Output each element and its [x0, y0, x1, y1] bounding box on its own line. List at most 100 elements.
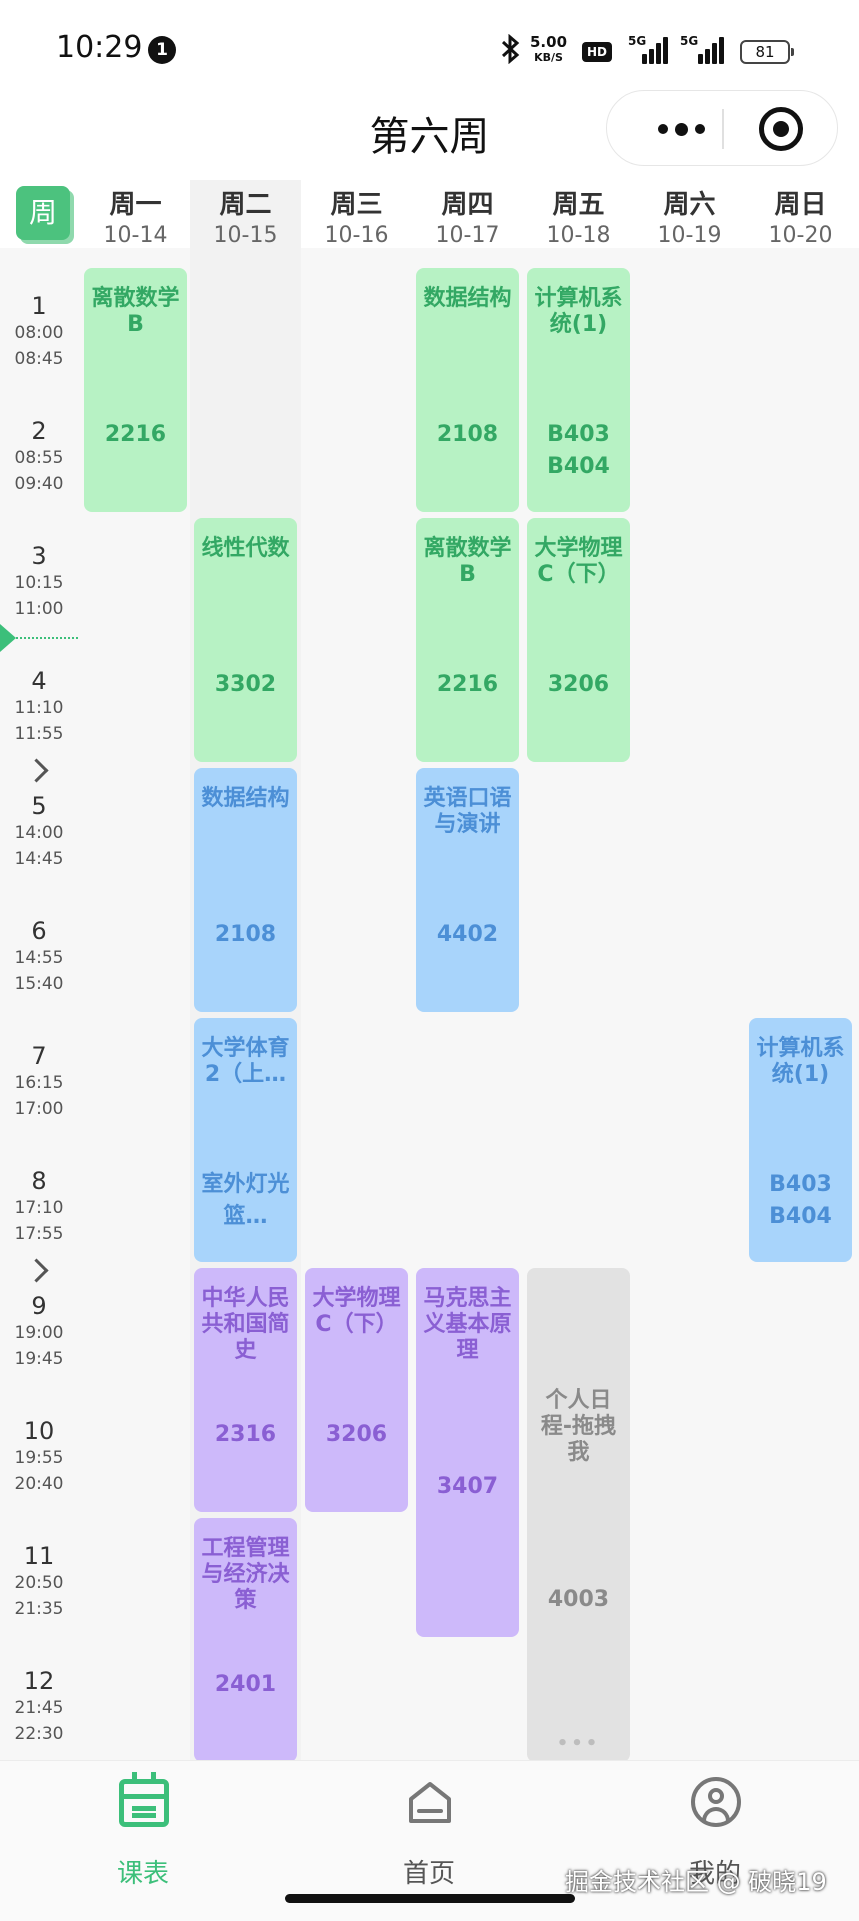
- period-label: 11 20:50 21:35: [0, 1542, 78, 1622]
- period-end: 15:40: [14, 974, 64, 994]
- day-date: 10-16: [324, 223, 389, 248]
- day-date: 10-17: [435, 223, 500, 248]
- course-block[interactable]: 工程管理与经济决策 2401: [194, 1518, 297, 1762]
- course-name: 数据结构: [423, 286, 512, 311]
- period-n: 5: [31, 792, 47, 820]
- day-name: 周一: [109, 190, 162, 220]
- signal-icon: 5G: [628, 34, 670, 64]
- course-room: 3206: [547, 672, 610, 698]
- home-icon: [409, 1782, 451, 1823]
- page-title: 第六周: [369, 114, 490, 160]
- period-end: 22:30: [14, 1724, 64, 1744]
- period-end: 11:00: [14, 599, 64, 619]
- period-end: 17:55: [14, 1224, 64, 1244]
- tab-schedule[interactable]: 课表: [43, 1761, 243, 1891]
- period-n: 3: [31, 542, 47, 570]
- course-name: 离散数学B: [91, 286, 180, 337]
- period-start: 19:55: [14, 1448, 64, 1468]
- course-name: 个人日程-拖拽我: [540, 1388, 617, 1465]
- more-dots-icon: •••: [556, 1733, 601, 1754]
- week-switch-button[interactable]: 周: [16, 186, 70, 240]
- mini-program-capsule: [606, 90, 838, 166]
- period-start: 20:50: [14, 1573, 64, 1593]
- course-room: B403 B404: [769, 1172, 832, 1230]
- period-start: 14:55: [14, 948, 64, 968]
- battery-icon: 81: [740, 40, 794, 64]
- course-block[interactable]: 离散数学B 2216: [416, 518, 519, 762]
- course-name: 线性代数: [201, 536, 290, 561]
- home-indicator[interactable]: [285, 1894, 575, 1903]
- course-name: 马克思主义基本原理: [423, 1286, 512, 1363]
- period-n: 9: [31, 1292, 47, 1320]
- period-n: 7: [31, 1042, 47, 1070]
- course-block[interactable]: 大学物理C（下） 3206: [527, 518, 630, 762]
- course-block[interactable]: 离散数学B 2216: [84, 268, 187, 512]
- course-block[interactable]: 大学物理C（下）3206: [305, 1268, 408, 1512]
- period-start: 08:00: [14, 323, 64, 343]
- tab-home-label: 首页: [402, 1859, 455, 1889]
- course-room: B403 B404: [547, 422, 610, 480]
- course-room: 2401: [214, 1672, 277, 1698]
- close-target-icon[interactable]: [759, 107, 803, 151]
- course-name: 大学物理C（下）: [534, 536, 623, 587]
- day-date: 10-18: [546, 223, 611, 248]
- course-name: 大学体育2（上…: [201, 1036, 290, 1087]
- period-n: 12: [23, 1667, 55, 1695]
- course-block[interactable]: 大学体育2（上… 室外灯光篮…: [194, 1018, 297, 1262]
- period-start: 14:00: [14, 823, 64, 843]
- course-block[interactable]: 计算机系统(1) B403 B404: [527, 268, 630, 512]
- hd-icon: HD: [582, 42, 612, 62]
- status-bar: 10:29 1 5.00 KB/S HD 5G 5G 81: [0, 0, 859, 90]
- course-block[interactable]: 马克思主义基本原理 3407: [416, 1268, 519, 1637]
- period-n: 11: [23, 1542, 55, 1570]
- course-name: 离散数学B: [423, 536, 512, 587]
- day-name: 周六: [663, 190, 716, 220]
- period-n: 2: [31, 417, 47, 445]
- current-time-line: [16, 637, 78, 639]
- tab-home[interactable]: 首页: [329, 1761, 529, 1891]
- course-name: 英语口语与演讲: [423, 786, 512, 837]
- current-time-marker: [0, 624, 16, 652]
- course-room: 2216: [104, 422, 167, 448]
- day-date: 10-14: [103, 223, 168, 248]
- course-room: 2216: [436, 672, 499, 698]
- nav-header: 第六周: [0, 90, 859, 180]
- more-icon[interactable]: [641, 91, 721, 167]
- period-end: 14:45: [14, 849, 64, 869]
- period-start: 08:55: [14, 448, 64, 468]
- tab-mine-label: 我的: [688, 1859, 741, 1889]
- notification-badge: 1: [148, 36, 176, 64]
- course-name: 工程管理与经济决策: [201, 1536, 290, 1613]
- watermark: 掘金技术社区 @ 破晓19: [565, 1868, 827, 1896]
- status-time: 10:29: [56, 30, 143, 65]
- day-name: 周二: [219, 190, 272, 220]
- course-name: 计算机系统(1): [534, 286, 623, 337]
- course-block[interactable]: 计算机系统(1)B403 B404: [749, 1018, 852, 1262]
- period-end: 19:45: [14, 1349, 64, 1369]
- course-room: 2316: [214, 1422, 277, 1448]
- period-start: 10:15: [14, 573, 64, 593]
- period-end: 21:35: [14, 1599, 64, 1619]
- course-room: 3407: [436, 1473, 499, 1499]
- day-date: 10-19: [657, 223, 722, 248]
- net-speed: 5.00 KB/S: [530, 33, 568, 65]
- tab-mine[interactable]: 我的: [615, 1761, 815, 1891]
- period-label: 5 14:00 14:45: [0, 792, 78, 872]
- course-room: 室外灯光篮…: [201, 1172, 290, 1230]
- user-icon: [691, 1777, 741, 1827]
